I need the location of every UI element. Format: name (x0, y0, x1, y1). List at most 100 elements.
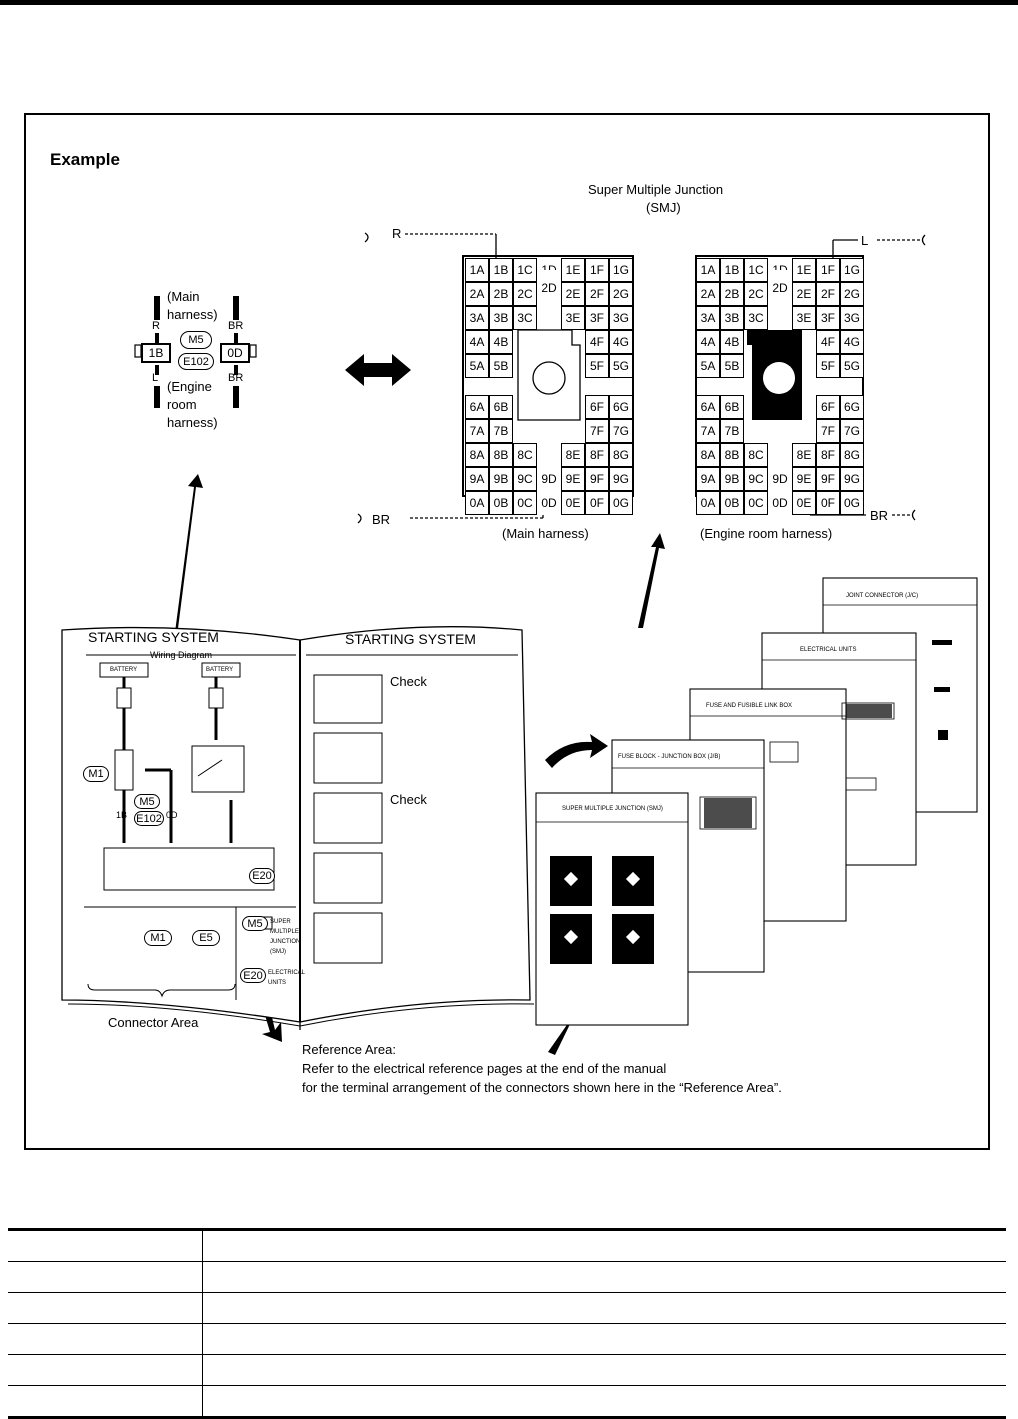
smj-cell-2c: 2C (744, 282, 768, 306)
smj-cell-4f: 4F (816, 330, 840, 354)
smj-cell-3f: 3F (585, 306, 609, 330)
smj-cell-3a: 3A (465, 306, 489, 330)
smj-cell-9a: 9A (465, 466, 489, 491)
smj-cell-3e: 3E (792, 306, 816, 330)
smj-cell-1b: 1B (720, 258, 744, 282)
smj-cell-2e: 2E (792, 282, 816, 306)
smj-cell-1f: 1F (585, 258, 609, 282)
smj-cell-7f: 7F (816, 418, 840, 443)
book-terminal-1b: 1B (116, 810, 128, 820)
smj-cell-1e: 1E (561, 258, 585, 282)
terminal-0d: 0D (220, 343, 250, 363)
reference-area-e20: E20 (240, 968, 266, 983)
wire-r-label: R (152, 320, 160, 332)
table-cell (202, 1323, 1006, 1355)
page-title-fuse-block: FUSE BLOCK - JUNCTION BOX (J/B) (618, 754, 721, 760)
smj-cell-6b: 6B (489, 394, 513, 419)
smj-cell-9e: 9E (561, 466, 585, 491)
smj-cell-9e: 9E (792, 466, 816, 491)
smj-cell-2a: 2A (696, 282, 720, 306)
smj-cell-2a: 2A (465, 282, 489, 306)
terminal-1b: 1B (141, 343, 171, 363)
smj-cell-1a: 1A (696, 258, 720, 282)
wire-color-br-main: BR (372, 512, 391, 527)
smj-cell-2f: 2F (816, 282, 840, 306)
smj-cell-0f: 0F (816, 490, 840, 515)
table-row (8, 1354, 1006, 1386)
smj-cell-9f: 9F (816, 466, 840, 491)
smj-cell-1e: 1E (792, 258, 816, 282)
connector-e102: E102 (178, 353, 214, 370)
smj-cell-9g: 9G (609, 466, 633, 491)
smj-cell-2e: 2E (561, 282, 585, 306)
smj-cell-0d: 0D (768, 490, 792, 515)
smj-cell-0c: 0C (744, 490, 768, 515)
smj-cell-8a: 8A (696, 442, 720, 467)
reference-area-m5: M5 (242, 916, 268, 931)
smj-cell-2c: 2C (513, 282, 537, 306)
smj-cell-3c: 3C (513, 306, 537, 330)
smj-cell-2d: 2D (537, 270, 561, 306)
smj-cell-5f: 5F (816, 354, 840, 378)
smj-cell-7a: 7A (696, 418, 720, 443)
smj-cell-4a: 4A (465, 330, 489, 354)
wire-color-r: R (392, 226, 402, 241)
smj-cell-7g: 7G (840, 418, 864, 443)
smj-cell-3b: 3B (489, 306, 513, 330)
reference-table (8, 1228, 1006, 1419)
smj-cell-9g: 9G (840, 466, 864, 491)
smj-cell-2d: 2D (768, 270, 792, 306)
table-cell (8, 1228, 203, 1262)
smj-cell-3g: 3G (840, 306, 864, 330)
wire-l-label: L (152, 372, 159, 384)
engine-key (747, 330, 802, 420)
smj-cell-5g: 5G (609, 354, 633, 378)
smj-cell-0g: 0G (840, 490, 864, 515)
smj-cell-1c: 1C (513, 258, 537, 282)
smj-cell-6g: 6G (609, 394, 633, 419)
smj-cell-9b: 9B (720, 466, 744, 491)
reference-pages (535, 577, 978, 1026)
smj-cell-9d: 9D (768, 466, 792, 491)
smj-cell-0g: 0G (609, 490, 633, 515)
smj-cell-5b: 5B (720, 354, 744, 378)
smj-cell-9b: 9B (489, 466, 513, 491)
smj-cell-3c: 3C (744, 306, 768, 330)
smj-cell-8f: 8F (816, 442, 840, 467)
smj-cell-8f: 8F (585, 442, 609, 467)
smj-cell-7f: 7F (585, 418, 609, 443)
smj-cell-3a: 3A (696, 306, 720, 330)
smj-cell-8b: 8B (720, 442, 744, 467)
smj-cell-2g: 2G (609, 282, 633, 306)
smj-cell-2b: 2B (720, 282, 744, 306)
smj-cell-8a: 8A (465, 442, 489, 467)
pointer-arrow-2 (638, 533, 665, 628)
smj-cell-0c: 0C (513, 490, 537, 515)
main-harness-note: (Main harness) (167, 289, 218, 322)
book-right-title: STARTING SYSTEM (345, 631, 476, 647)
smj-cell-8e: 8E (792, 442, 816, 467)
example-title: Example (50, 150, 120, 169)
check-label-2: Check (390, 792, 427, 807)
smj-cell-7g: 7G (609, 418, 633, 443)
smj-title: Super Multiple Junction (588, 182, 724, 197)
smj-cell-8c: 8C (744, 442, 768, 467)
smj-cell-0d: 0D (537, 490, 561, 515)
curved-arrow (545, 734, 608, 768)
wire-color-br-engine: BR (870, 508, 889, 523)
smj-cell-6f: 6F (816, 394, 840, 419)
table-row (8, 1292, 1006, 1324)
smj-cell-1f: 1F (816, 258, 840, 282)
smj-cell-3g: 3G (609, 306, 633, 330)
smj-cell-8e: 8E (561, 442, 585, 467)
connector-area-e5: E5 (192, 930, 220, 946)
smj-cell-5b: 5B (489, 354, 513, 378)
smj-cell-0e: 0E (792, 490, 816, 515)
smj-cell-8g: 8G (840, 442, 864, 467)
smj-cell-1g: 1G (609, 258, 633, 282)
connector-area-m1: M1 (144, 930, 172, 946)
table-row (8, 1385, 1006, 1419)
table-cell (202, 1354, 1006, 1386)
smj-cell-4g: 4G (840, 330, 864, 354)
smj-cell-2f: 2F (585, 282, 609, 306)
